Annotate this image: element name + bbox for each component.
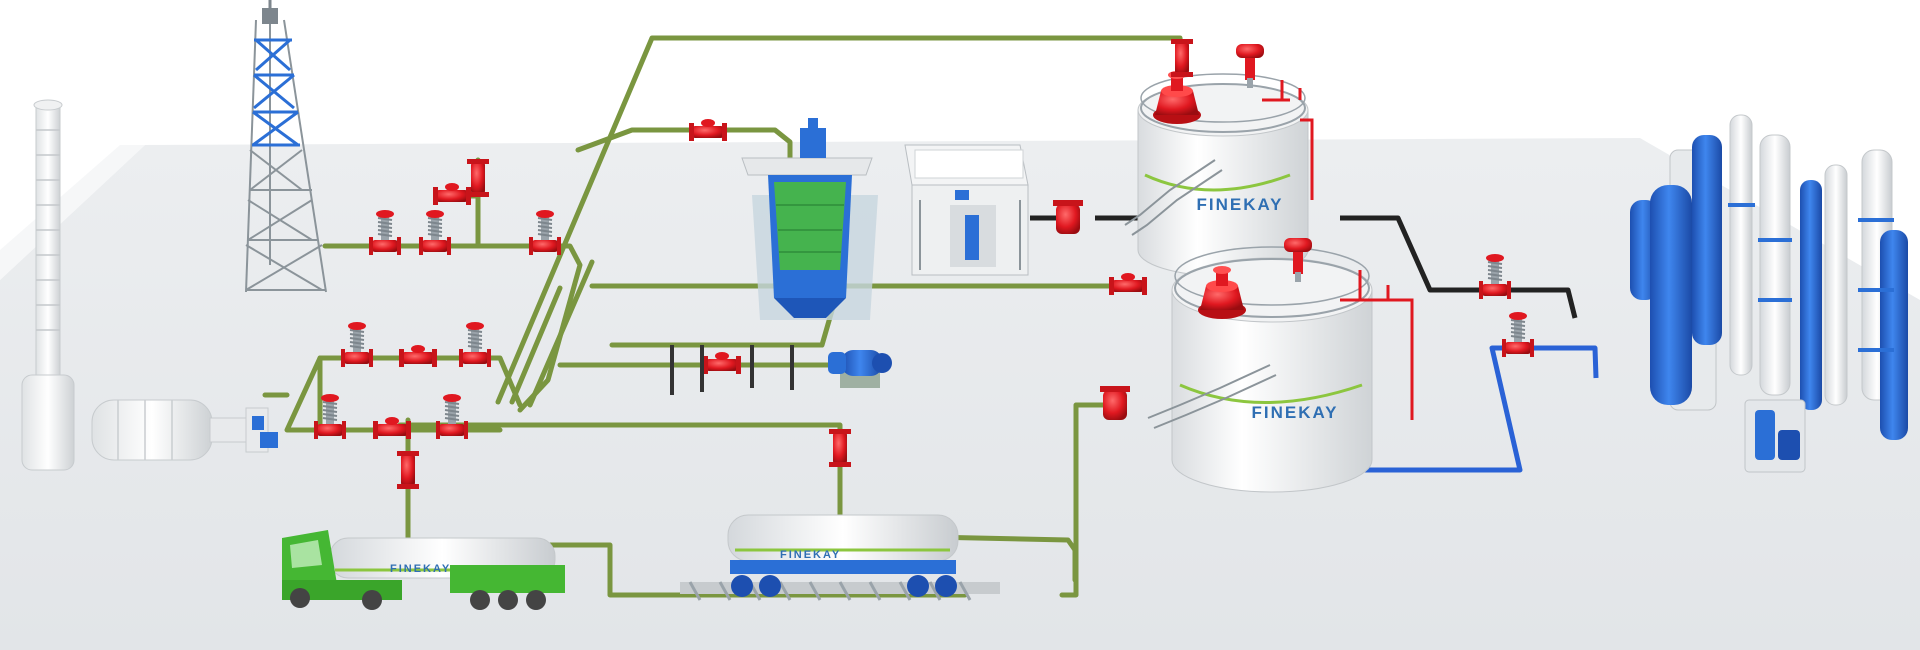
tank-brand-label: FINEKAY [1196, 195, 1283, 214]
truck-brand-label: FINEKAY [390, 563, 451, 575]
valve-stands [670, 345, 794, 395]
rail-tank-car-icon: FINEKAY [680, 514, 1000, 601]
storage-tank-upper: FINEKAY [1124, 39, 1314, 277]
compressor-house-icon [904, 144, 1029, 276]
valve-icon [689, 119, 727, 141]
tank-truck-icon: FINEKAY [282, 530, 565, 610]
strainer-icon [1100, 386, 1130, 420]
tanker-ship-icon [741, 118, 878, 320]
air-separation-columns-icon [1630, 114, 1908, 473]
storage-tank-lower: FINEKAY [1147, 238, 1414, 493]
railcar-brand-label: FINEKAY [780, 549, 841, 561]
strainer-icon [1053, 200, 1083, 234]
flare-stack [21, 99, 278, 471]
lattice-tower-icon [245, 0, 327, 293]
pump-icon [828, 350, 892, 388]
tank-brand-label: FINEKAY [1251, 403, 1338, 422]
